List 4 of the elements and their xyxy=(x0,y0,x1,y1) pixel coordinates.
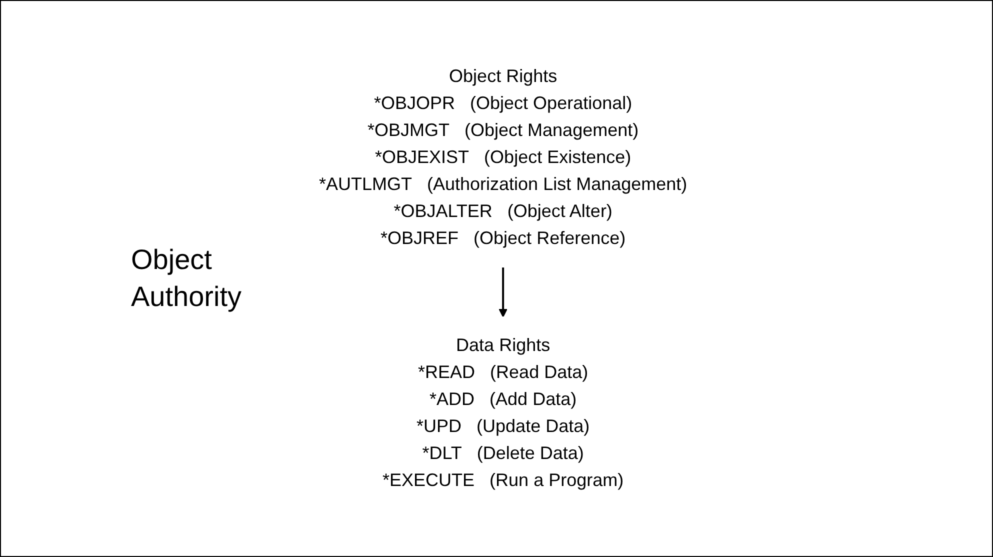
node-text: Data Rights *READ (Read Data) *ADD (Add Data) *UPD (Update Data) *DLT (Delete Data) *EXECUTE (Run a Program) xyxy=(382,335,624,490)
group-label: Object Authority xyxy=(131,243,242,314)
node-text: Object Rights *OBJOPR (Object Operational) *OBJMGT (Object Management) *OBJEXIST (Object Existence) *AUTLMGT (Authorization List Management) *OBJALTER (Object Alter) *OBJREF (Object Reference) xyxy=(319,66,688,248)
arrow xyxy=(498,267,508,318)
